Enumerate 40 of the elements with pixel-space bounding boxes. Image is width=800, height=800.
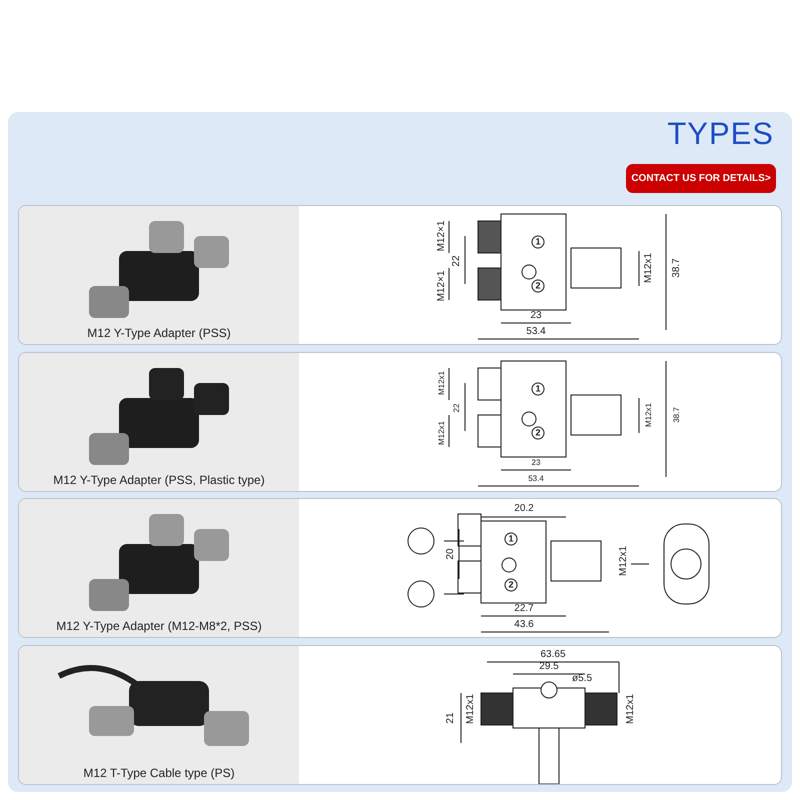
dimension-label: 38.7 [673,407,681,423]
dimension-label: 20 [446,548,456,560]
callout-number: 2 [504,578,518,592]
dimension-label: M12x1 [626,694,636,724]
dimension-label: 63.65 [540,650,566,660]
dimension-label: ø5.5 [572,674,592,684]
dimension-label: 22.7 [514,604,534,614]
dimension-label: 23 [532,459,540,467]
product-caption: M12 Y-Type Adapter (PSS, Plastic type) [52,473,266,487]
dimension-label: 22 [452,255,462,267]
dimension-label: 22 [453,404,461,412]
callout-number: 1 [504,532,518,546]
dimension-label: M12×1 [437,220,447,252]
dimension-label: M12x1 [619,546,629,576]
dimension-label: 23 [530,311,542,321]
dimension-label: M12x1 [438,421,446,445]
callout-number: 1 [532,382,544,396]
dimension-label: M12x1 [438,371,446,395]
product-caption: M12 T-Type Cable type (PS) [82,766,236,780]
contact-button: CONTACT US FOR DETAILS> [626,164,776,193]
callout-number: 1 [532,236,544,248]
dimension-label: 53.4 [528,475,544,483]
dimension-label: 53.4 [526,327,546,337]
dimension-label: 38.7 [672,258,682,278]
page-title: TYPES [667,116,774,152]
product-card [18,645,782,785]
dimension-label: 21 [446,712,456,724]
dimension-label: 20.2 [514,504,534,514]
product-card [18,498,782,638]
dimension-label: M12x1 [645,403,653,427]
callout-number: 2 [532,280,544,292]
dimension-label: M12x1 [644,253,654,283]
product-card [18,352,782,492]
dimension-label: M12x1 [466,694,476,724]
dimension-label: 43.6 [514,620,534,630]
dimension-label: M12×1 [437,270,447,302]
product-caption: M12 Y-Type Adapter (M12-M8*2, PSS) [55,619,263,633]
product-caption: M12 Y-Type Adapter (PSS) [86,326,232,340]
product-card [18,205,782,345]
callout-number: 2 [532,426,544,440]
